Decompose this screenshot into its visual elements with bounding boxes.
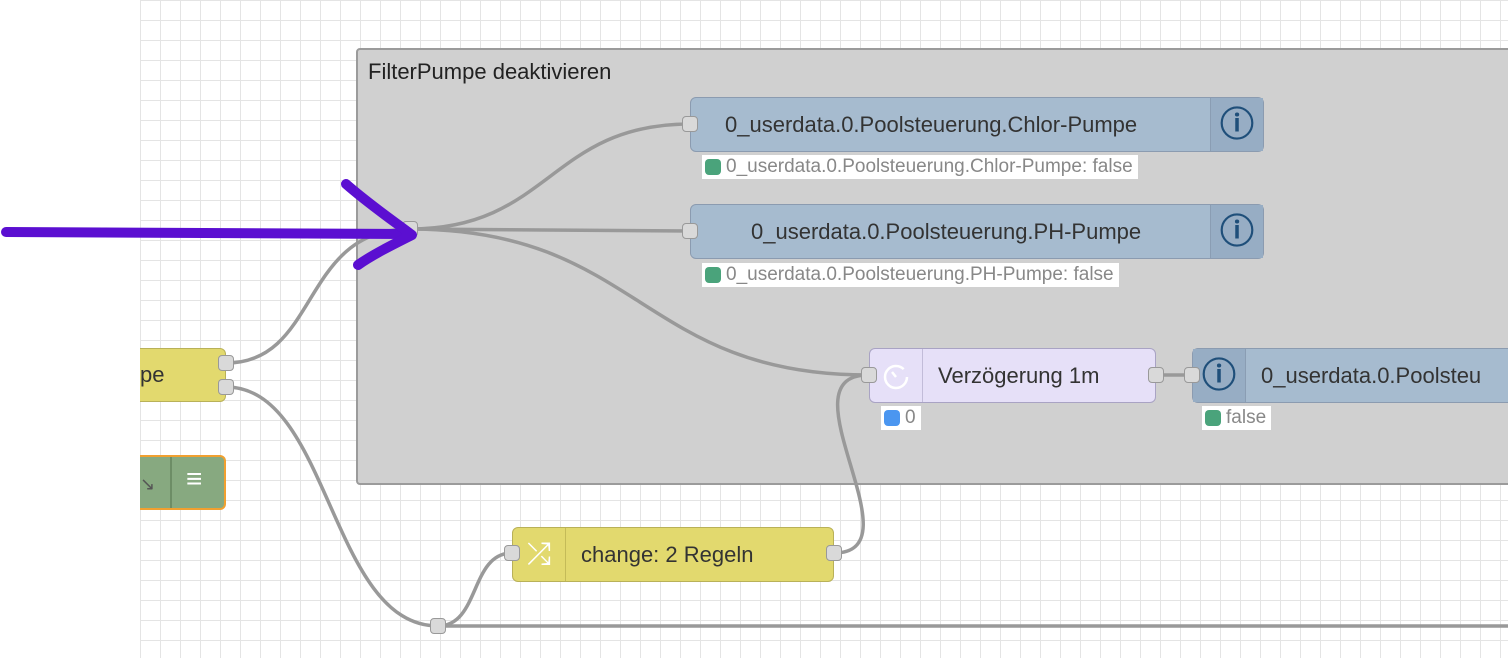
iobroker-icon: ⓘ	[1210, 98, 1263, 151]
node-label: change: 2 Regeln	[581, 541, 754, 567]
iobroker-out-node-filter[interactable]: ⓘ 0_userdata.0.Poolsteu	[1192, 348, 1508, 403]
wire-junction-to-change	[437, 551, 513, 628]
node-label: 0_userdata.0.Poolsteuerung.Chlor-Pumpe	[725, 111, 1138, 137]
arrow-icon: ↘	[140, 474, 156, 494]
change-node[interactable]: ⤮ change: 2 Regeln	[512, 527, 834, 582]
iobroker-out-node-ph[interactable]: 0_userdata.0.Poolsteuerung.PH-Pumpe ⓘ	[690, 204, 1264, 259]
input-port[interactable]	[504, 545, 520, 561]
node-label: Verzögerung 1m	[938, 362, 1100, 388]
left-node-label: pe	[140, 362, 165, 387]
node-label: 0_userdata.0.Poolsteu	[1261, 362, 1482, 388]
timer-icon	[870, 349, 923, 402]
wire-left-node-to-junction	[225, 385, 439, 628]
wire-to-ph	[409, 227, 691, 233]
output-port[interactable]	[218, 379, 234, 395]
status-dot	[1205, 410, 1221, 426]
output-port[interactable]	[1148, 367, 1164, 383]
left-partial-node[interactable]: pe	[140, 348, 226, 402]
output-port[interactable]	[218, 355, 234, 371]
output-port[interactable]	[826, 545, 842, 561]
node-label: 0_userdata.0.Poolsteuerung.PH-Pumpe	[751, 218, 1142, 244]
wire-to-chlor	[409, 122, 691, 231]
node-status: 0_userdata.0.Poolsteuerung.PH-Pumpe: fal…	[702, 263, 1119, 287]
status-dot	[884, 410, 900, 426]
status-dot	[705, 267, 721, 283]
input-port[interactable]	[1184, 367, 1200, 383]
iobroker-icon: ⓘ	[1210, 205, 1263, 258]
junction-node[interactable]	[430, 618, 446, 634]
iobroker-icon: ⓘ	[1193, 349, 1246, 402]
list-icon: ≡	[186, 463, 203, 494]
node-status: false	[1202, 406, 1272, 430]
wire-to-delay	[409, 227, 869, 377]
node-status: 0_userdata.0.Poolsteuerung.Chlor-Pumpe: …	[702, 155, 1138, 179]
group-label: FilterPumpe deaktivieren	[368, 59, 612, 84]
shuffle-icon: ⤮	[513, 528, 566, 581]
node-status: 0	[881, 406, 921, 430]
left-partial-debug-node[interactable]: ↘ ≡	[140, 455, 226, 510]
wire-change-to-delay	[833, 373, 869, 555]
input-port[interactable]	[682, 116, 698, 132]
input-port[interactable]	[682, 223, 698, 239]
iobroker-out-node-chlor[interactable]: 0_userdata.0.Poolsteuerung.Chlor-Pumpe ⓘ	[690, 97, 1264, 152]
status-dot	[705, 159, 721, 175]
input-port[interactable]	[861, 367, 877, 383]
delay-node[interactable]: Verzögerung 1m	[869, 348, 1156, 403]
